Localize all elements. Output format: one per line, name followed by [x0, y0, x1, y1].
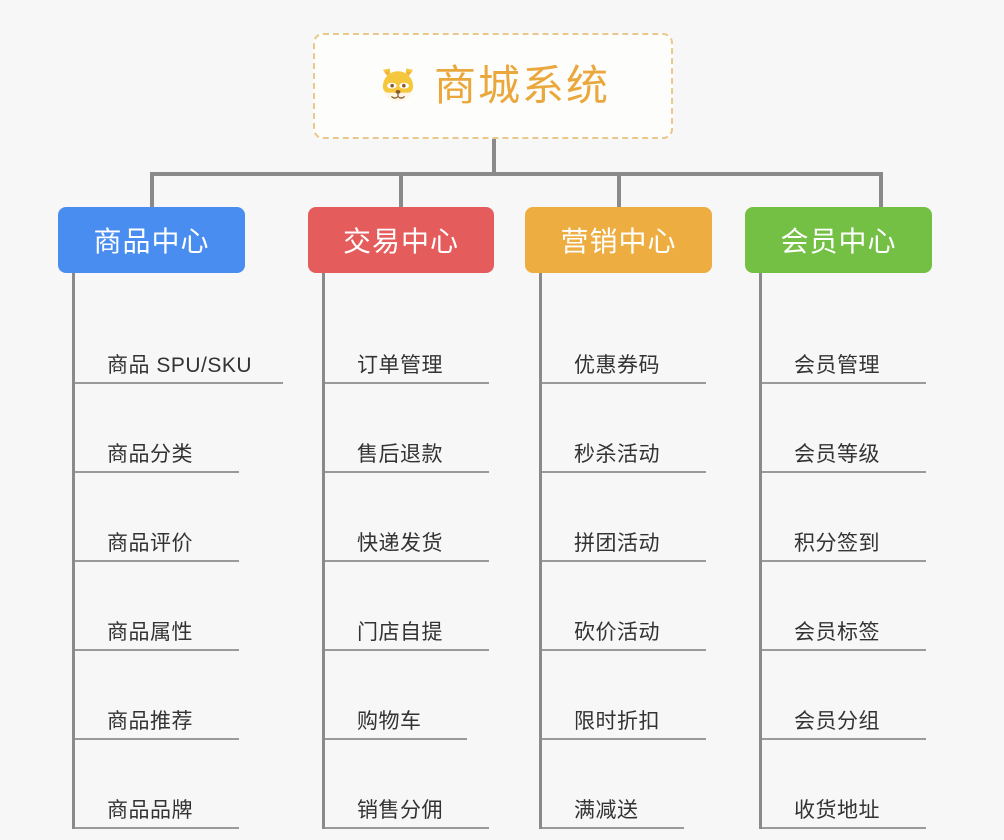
- leaf-item[interactable]: 限时折扣: [542, 651, 712, 740]
- leaf-item[interactable]: 商品评价: [75, 473, 252, 562]
- leaf-underline: [542, 649, 706, 651]
- leaf-label: 会员标签: [794, 620, 880, 644]
- leaf-item[interactable]: 商品推荐: [75, 651, 252, 740]
- leaf-underline: [542, 471, 706, 473]
- leaf-underline: [762, 471, 926, 473]
- leaf-label: 商品 SPU/SKU: [107, 353, 253, 377]
- leaf-label: 商品推荐: [107, 709, 193, 733]
- leaf-item[interactable]: 商品属性: [75, 562, 252, 651]
- leaf-item[interactable]: 拼团活动: [542, 473, 712, 562]
- branch-column-3: 会员中心 会员管理 会员等级 积分签到 会员标签 会员分组: [745, 207, 932, 829]
- leaf-item[interactable]: 门店自提: [325, 562, 494, 651]
- leaf-item[interactable]: 积分签到: [762, 473, 932, 562]
- leaf-underline: [542, 560, 706, 562]
- leaf-underline: [542, 738, 706, 740]
- category-label-1: 交易中心: [342, 226, 459, 257]
- category-label-3: 会员中心: [780, 226, 897, 257]
- connector-root-stem: [492, 139, 496, 175]
- leaf-underline: [325, 560, 489, 562]
- leaf-underline: [762, 827, 926, 829]
- connector-drop-4: [879, 172, 883, 208]
- shiba-inu-icon: [376, 63, 420, 107]
- leaf-label: 积分签到: [794, 531, 880, 555]
- leaf-underline: [325, 827, 489, 829]
- leaf-label: 收货地址: [794, 798, 880, 822]
- leaf-underline: [75, 649, 239, 651]
- leaf-underline: [762, 738, 926, 740]
- connector-horizontal-bus: [150, 172, 883, 176]
- leaf-underline: [325, 471, 489, 473]
- leaf-label: 购物车: [357, 709, 422, 733]
- root-node[interactable]: 商城系统: [313, 33, 673, 139]
- root-title: 商城系统: [433, 62, 610, 109]
- leaf-item[interactable]: 售后退款: [325, 384, 494, 473]
- leaf-underline: [542, 827, 684, 829]
- leaf-item[interactable]: 商品 SPU/SKU: [75, 295, 283, 384]
- category-label-0: 商品中心: [93, 226, 210, 257]
- leaf-item[interactable]: 商品分类: [75, 384, 252, 473]
- leaf-label: 满减送: [574, 798, 639, 822]
- leaf-label: 订单管理: [357, 353, 443, 377]
- leaf-label: 秒杀活动: [574, 442, 660, 466]
- category-label-2: 营销中心: [560, 226, 677, 257]
- leaf-item[interactable]: 会员等级: [762, 384, 932, 473]
- category-node-3[interactable]: 会员中心: [745, 207, 932, 273]
- leaf-label: 会员分组: [794, 709, 880, 733]
- connector-drop-3: [617, 172, 621, 208]
- leaf-underline: [325, 382, 489, 384]
- leaf-underline: [325, 738, 467, 740]
- leaf-underline: [762, 649, 926, 651]
- branch-column-2: 营销中心 优惠券码 秒杀活动 拼团活动 砍价活动 限时折扣: [525, 207, 712, 829]
- leaf-item[interactable]: 会员标签: [762, 562, 932, 651]
- leaf-list-0: 商品 SPU/SKU 商品分类 商品评价 商品属性 商品推荐 商品品牌: [72, 273, 283, 829]
- leaf-label: 商品属性: [107, 620, 193, 644]
- leaf-item[interactable]: 订单管理: [325, 295, 494, 384]
- leaf-label: 会员管理: [794, 353, 880, 377]
- leaf-item[interactable]: 购物车: [325, 651, 494, 740]
- leaf-item[interactable]: 商品品牌: [75, 740, 252, 829]
- category-node-1[interactable]: 交易中心: [308, 207, 494, 273]
- leaf-item[interactable]: 会员分组: [762, 651, 932, 740]
- leaf-underline: [762, 560, 926, 562]
- leaf-item[interactable]: 快递发货: [325, 473, 494, 562]
- connector-drop-2: [399, 172, 403, 208]
- leaf-label: 商品评价: [107, 531, 193, 555]
- leaf-label: 商品品牌: [107, 798, 193, 822]
- leaf-underline: [75, 560, 239, 562]
- leaf-label: 会员等级: [794, 442, 880, 466]
- leaf-label: 售后退款: [357, 442, 443, 466]
- leaf-underline: [762, 382, 926, 384]
- leaf-list-1: 订单管理 售后退款 快递发货 门店自提 购物车 销售分佣: [322, 273, 494, 829]
- leaf-label: 门店自提: [357, 620, 443, 644]
- category-node-0[interactable]: 商品中心: [58, 207, 245, 273]
- leaf-item[interactable]: 销售分佣: [325, 740, 494, 829]
- category-node-2[interactable]: 营销中心: [525, 207, 712, 273]
- leaf-label: 优惠券码: [574, 353, 660, 377]
- connector-drop-1: [150, 172, 154, 208]
- leaf-item[interactable]: 收货地址: [762, 740, 932, 829]
- leaf-item[interactable]: 优惠券码: [542, 295, 712, 384]
- leaf-label: 砍价活动: [574, 620, 660, 644]
- leaf-underline: [325, 649, 489, 651]
- leaf-underline: [75, 471, 239, 473]
- leaf-label: 商品分类: [107, 442, 193, 466]
- leaf-underline: [542, 382, 706, 384]
- leaf-underline: [75, 738, 239, 740]
- leaf-item[interactable]: 会员管理: [762, 295, 932, 384]
- leaf-label: 快递发货: [357, 531, 443, 555]
- leaf-underline: [75, 827, 239, 829]
- branch-column-0: 商品中心 商品 SPU/SKU 商品分类 商品评价 商品属性 商品推荐: [58, 207, 283, 829]
- leaf-underline: [75, 382, 283, 384]
- leaf-list-3: 会员管理 会员等级 积分签到 会员标签 会员分组 收货地址: [759, 273, 932, 829]
- leaf-list-2: 优惠券码 秒杀活动 拼团活动 砍价活动 限时折扣 满减送: [539, 273, 712, 829]
- leaf-item[interactable]: 满减送: [542, 740, 712, 829]
- leaf-label: 拼团活动: [574, 531, 660, 555]
- branch-column-1: 交易中心 订单管理 售后退款 快递发货 门店自提 购物车: [308, 207, 494, 829]
- leaf-label: 限时折扣: [574, 709, 660, 733]
- leaf-item[interactable]: 砍价活动: [542, 562, 712, 651]
- leaf-label: 销售分佣: [357, 798, 443, 822]
- leaf-item[interactable]: 秒杀活动: [542, 384, 712, 473]
